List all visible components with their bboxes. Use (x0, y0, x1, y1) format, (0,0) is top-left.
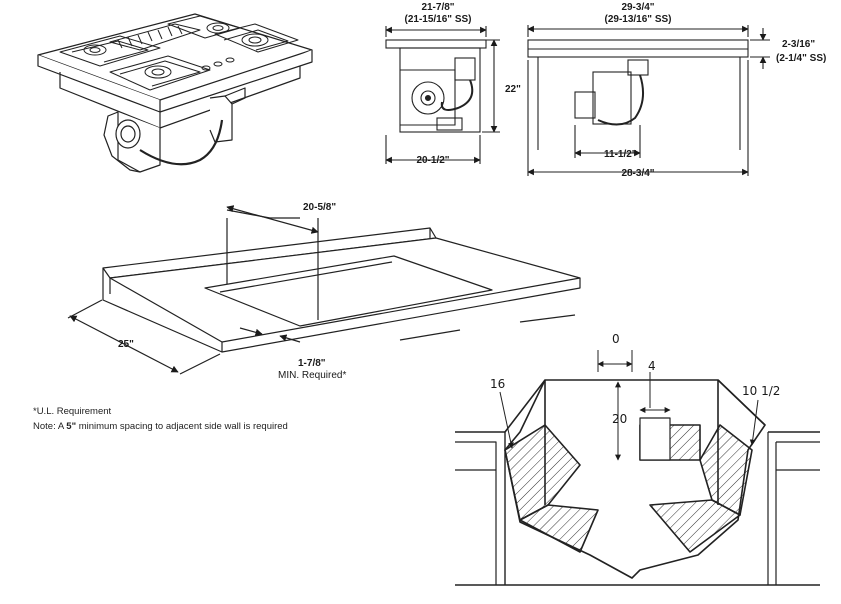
front-thickness-ss: (2-1/4" SS) (776, 53, 826, 64)
section-dim-10-5: 10 1/2 (742, 384, 780, 398)
spacing-note-suffix: minimum spacing to adjacent side wall is… (76, 421, 288, 432)
cutout-min-required: MIN. Required* (278, 370, 346, 381)
side-height: 22" (505, 84, 521, 95)
section-dim-20: 20 (612, 412, 627, 426)
cutout-depth: 25" (118, 339, 134, 350)
side-width-top-ss: (21-15/16" SS) (405, 14, 472, 25)
front-width-top: 29-3/4" (621, 2, 654, 13)
side-view (385, 26, 500, 164)
cutout-width: 20-5/8" (303, 202, 336, 213)
spacing-note: Note: A 5" minimum spacing to adjacent s… (33, 421, 288, 432)
side-width-top: 21-7/8" (421, 2, 454, 13)
front-width-bottom: 28-3/4" (621, 168, 654, 179)
spacing-note-prefix: Note: A (33, 421, 67, 432)
side-width-bottom: 20-1/2" (416, 155, 449, 166)
countertop-cutout (67, 205, 581, 375)
spacing-note-bold: 5" (66, 421, 77, 432)
front-thickness: 2-3/16" (782, 39, 815, 50)
front-width-top-ss: (29-13/16" SS) (605, 14, 672, 25)
section-dim-0: 0 (612, 332, 620, 346)
front-view (527, 25, 770, 176)
section-dim-4: 4 (648, 359, 656, 373)
cooktop-isometric (37, 13, 313, 173)
section-view (455, 350, 820, 586)
ul-requirement-note: *U.L. Requirement (33, 406, 112, 417)
cutout-min-front: 1-7/8" (298, 358, 326, 369)
front-burner-box: 11-1/2" (604, 149, 637, 160)
section-dim-16: 16 (490, 377, 505, 391)
